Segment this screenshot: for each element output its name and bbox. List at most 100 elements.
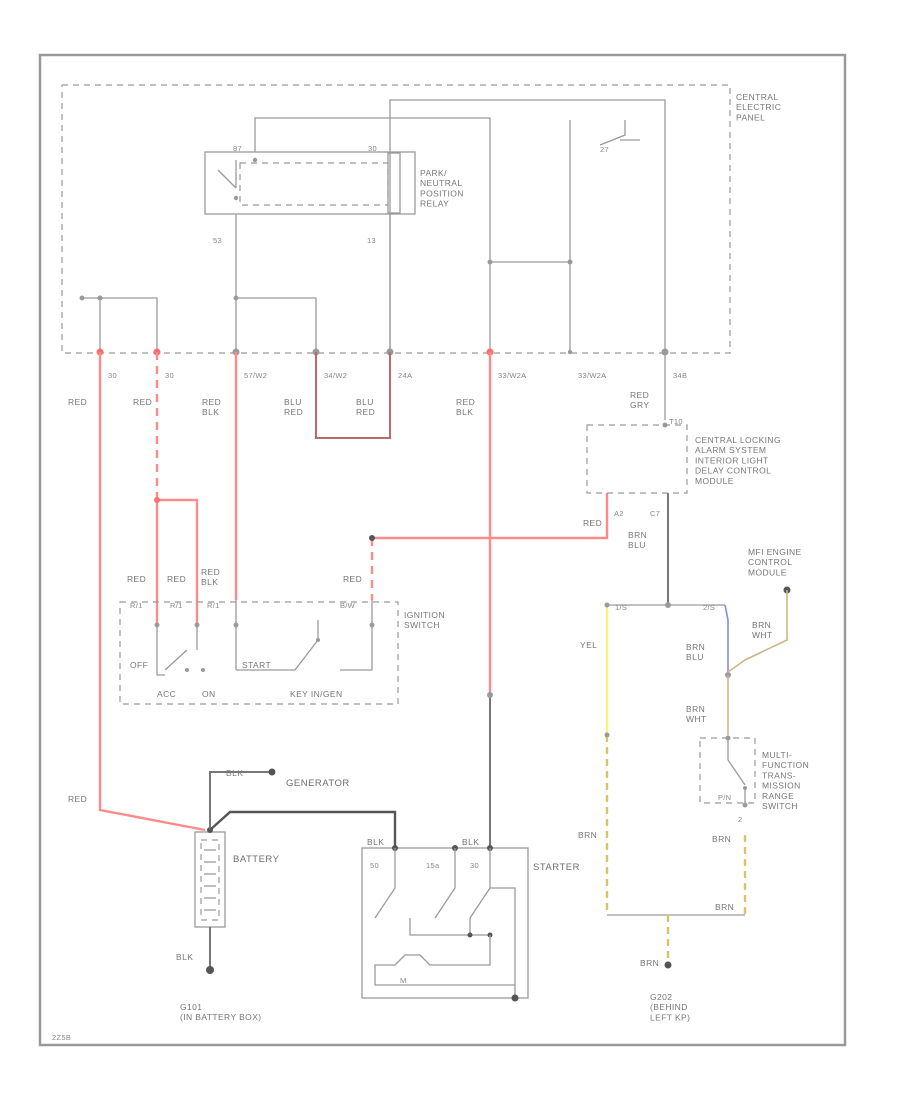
- wire-red-f: RED: [343, 574, 362, 584]
- diagram-frame: [38, 53, 847, 1047]
- wire-brn-blu-2-line: BLU: [686, 652, 704, 662]
- diagram-id: 2Z5B: [52, 1033, 71, 1042]
- wire-red-d: RED: [127, 574, 146, 584]
- wire-brn-wht-line: BRN: [752, 620, 771, 630]
- wire-brn-blu-line: BLU: [628, 540, 646, 550]
- ignition-pin-bw: B/W: [340, 601, 356, 610]
- central-electric-panel-label-line: ELECTRIC: [736, 102, 781, 112]
- wire-red-g: RED: [68, 794, 87, 804]
- multifunction-switch-label-line: MISSION: [762, 781, 801, 791]
- wire-blu-red-b-line: BLU: [356, 397, 374, 407]
- wire-brn-a: BRN: [578, 830, 597, 840]
- park-neutral-relay-label-line: PARK/: [420, 168, 447, 178]
- wire-brn-blu-line: BRN: [628, 530, 647, 540]
- central-locking-module-label-line: ALARM SYSTEM: [695, 445, 766, 455]
- relay-pin-53: 53: [213, 236, 222, 245]
- ignition-pin-2: R/1: [170, 601, 183, 610]
- mf-pin-1: 1/S: [615, 603, 627, 612]
- wire-red-blk-a-line: RED: [202, 397, 221, 407]
- battery-label: BATTERY: [233, 854, 280, 865]
- central-locking-pin-c7: C7: [650, 509, 660, 518]
- wire-blu-red-b-line: RED: [356, 407, 375, 417]
- multifunction-switch-label-line: RANGE: [762, 791, 794, 801]
- central-locking-module-label-line: CENTRAL LOCKING: [695, 435, 781, 445]
- switch-pos-on: ON: [202, 689, 216, 699]
- mfi-module-label-line: MODULE: [748, 567, 787, 577]
- relay-pin-30: 30: [368, 144, 377, 153]
- mfi-module-label-line: CONTROL: [748, 557, 792, 567]
- central-locking-pin-a2: A2: [614, 509, 624, 518]
- ground-g101-label: G101(IN BATTERY BOX): [180, 1002, 262, 1022]
- generator-wiring: [206, 768, 397, 974]
- mfi-module-label-line: MFI ENGINE: [748, 547, 802, 557]
- park-neutral-relay-label-line: POSITION: [420, 188, 464, 198]
- starter-motor-label: M: [400, 976, 407, 985]
- ground-g101-label-line: (IN BATTERY BOX): [180, 1012, 262, 1022]
- panel-internal-wiring: [79, 99, 666, 352]
- central-locking-pin-t10: T10: [669, 417, 683, 426]
- central-locking-module-label-line: DELAY CONTROL: [695, 466, 771, 476]
- wire-red-blk-c-line: RED: [201, 567, 220, 577]
- central-locking-module-label-line: MODULE: [695, 476, 734, 486]
- starter-label: STARTER: [533, 862, 580, 873]
- pin-34b: 34B: [673, 371, 687, 380]
- multifunction-switch-contacts: [727, 738, 747, 805]
- wire-red-blk-a-line: BLK: [202, 407, 219, 417]
- pin-33-w2a-a: 33/W2A: [498, 371, 526, 380]
- pin-30-b: 30: [165, 371, 174, 380]
- mf-pin-2: 2/S: [703, 603, 715, 612]
- switch-pos-key-in: KEY IN/GEN: [290, 689, 343, 699]
- wire-blu-red-a-line: RED: [284, 407, 303, 417]
- wire-brn-c: BRN: [715, 902, 734, 912]
- wire-brn-b: BRN: [712, 834, 731, 844]
- wire-blk-d: BLK: [462, 837, 479, 847]
- central-locking-module-box: [586, 424, 688, 494]
- pin-24a: 24A: [398, 371, 412, 380]
- central-locking-module-label-line: INTERIOR LIGHT: [695, 455, 769, 465]
- ignition-switch-contacts: [154, 600, 375, 676]
- central-electric-panel-label-line: PANEL: [736, 112, 765, 122]
- wire-brn-wht-line: WHT: [752, 630, 773, 640]
- park-neutral-relay: [204, 151, 416, 215]
- multifunction-switch-label-line: TRANS-: [762, 770, 796, 780]
- wire-brn-wht-2-line: WHT: [686, 714, 707, 724]
- wire-brn-wht-2-line: BRN: [686, 704, 705, 714]
- wire-red-blk-b-line: BLK: [456, 407, 473, 417]
- ground-g202-label-line: LEFT KP): [650, 1012, 690, 1022]
- pin-57-w2: 57/W2: [244, 371, 267, 380]
- wire-yel: YEL: [580, 640, 597, 650]
- ground-g101-label-line: G101: [180, 1002, 202, 1012]
- central-electric-panel-label-line: CENTRAL: [736, 92, 778, 102]
- multifunction-switch-label-line: SWITCH: [762, 801, 798, 811]
- wire-red-blk-b-line: RED: [456, 397, 475, 407]
- switch-pos-off: OFF: [130, 660, 148, 670]
- pin-33-w2a-b: 33/W2A: [578, 371, 606, 380]
- wire-brn-d: BRN: [640, 958, 659, 968]
- relay-pin-87: 87: [233, 144, 242, 153]
- ignition-switch-label-line: SWITCH: [404, 620, 440, 630]
- central-electric-panel-box: [61, 84, 731, 354]
- starter-pin-15a: 15a: [426, 861, 440, 870]
- mf-pin-2b: 2: [738, 815, 742, 824]
- park-neutral-relay-label-line: NEUTRAL: [420, 178, 462, 188]
- ignition-pin-1: R/1: [130, 601, 143, 610]
- brown-ground-wiring: [604, 602, 747, 969]
- wire-red-blk-c-line: BLK: [201, 577, 218, 587]
- wire-blk-c: BLK: [367, 837, 384, 847]
- park-neutral-relay-label-line: RELAY: [420, 199, 449, 209]
- wire-blu-red-a-line: BLU: [284, 397, 302, 407]
- ignition-pin-3: R/1: [207, 601, 220, 610]
